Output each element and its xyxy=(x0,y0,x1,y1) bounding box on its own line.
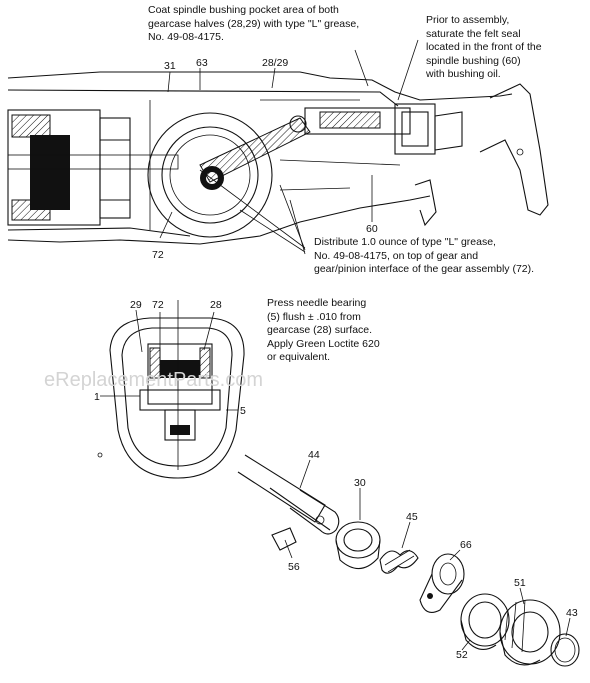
callout-56: 56 xyxy=(288,561,300,573)
callout-44: 44 xyxy=(308,449,320,461)
part-52-collar xyxy=(460,593,510,651)
exploded-parts xyxy=(237,454,580,667)
callout-60: 60 xyxy=(366,223,378,235)
part-43-ring xyxy=(550,617,580,667)
callout-45: 45 xyxy=(406,511,418,523)
note-felt-seal: Prior to assembly, saturate the felt sea… xyxy=(426,14,542,80)
callout-51: 51 xyxy=(514,577,526,589)
part-30-bushing xyxy=(335,488,381,570)
callout-28-29: 28/29 xyxy=(262,57,288,69)
callout-31: 31 xyxy=(164,60,176,72)
callout-72-top: 72 xyxy=(152,249,164,261)
part-51-nut xyxy=(499,587,561,666)
callout-63: 63 xyxy=(196,57,208,69)
callout-72-mid: 72 xyxy=(152,299,164,311)
callout-5: 5 xyxy=(240,405,246,417)
part-45-spring xyxy=(379,521,419,574)
note-needle-bearing: Press needle bearing (5) flush ± .010 fr… xyxy=(267,297,380,363)
callout-1: 1 xyxy=(94,391,100,403)
callout-30: 30 xyxy=(354,477,366,489)
note-spindle-pocket: Coat spindle bushing pocket area of both… xyxy=(148,4,360,43)
watermark: eReplacementParts.com xyxy=(44,369,263,391)
callout-66: 66 xyxy=(460,539,472,551)
part-44-spindle xyxy=(237,454,340,535)
callout-52: 52 xyxy=(456,649,468,661)
callout-43: 43 xyxy=(566,607,578,619)
note-distribute-grease: Distribute 1.0 ounce of type "L" grease,… xyxy=(314,236,535,275)
callout-numbers: 31 63 28/29 60 72 29 72 28 1 5 44 30 45 … xyxy=(94,57,578,661)
gearcase-front-view xyxy=(97,300,245,479)
leader-lines-top xyxy=(159,39,419,255)
part-66-sleeve xyxy=(419,549,465,613)
callout-29: 29 xyxy=(130,299,142,311)
gearcase-section-view xyxy=(7,71,549,245)
callout-28: 28 xyxy=(210,299,222,311)
part-56-clip xyxy=(271,527,297,559)
